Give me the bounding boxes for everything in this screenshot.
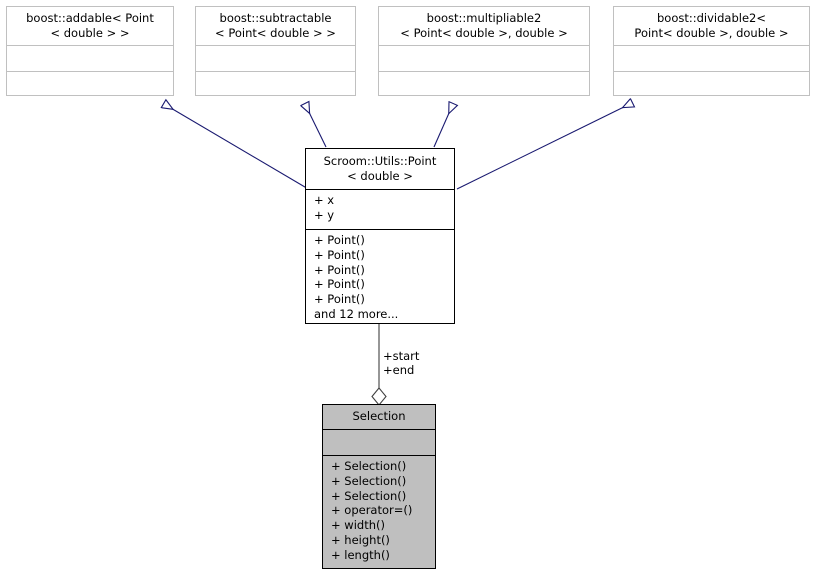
class-node-boost-multipliable2[interactable]: boost::multipliable2 < Point< double >, … [378,6,590,96]
operation-row: + Point() [314,292,365,307]
class-attributes-selection [323,429,435,455]
class-node-boost-addable[interactable]: boost::addable< Point < double > > [6,6,174,96]
operation-row: + Selection() [331,459,407,473]
class-attributes-boost-dividable2 [614,45,809,71]
class-attributes-boost-multipliable2 [379,45,589,71]
class-node-selection[interactable]: Selection + Selection() + Selection() + … [322,404,436,569]
attribute-row: + x [314,193,335,207]
operation-row: + Point() [314,247,365,262]
class-title-boost-multipliable2: boost::multipliable2 < Point< double >, … [400,11,568,40]
inheritance-edge-multipliable2 [433,104,453,148]
class-node-scroom-utils-point[interactable]: Scroom::Utils::Point < double > + x + y … [305,148,455,324]
inheritance-edge-subtractable [305,104,327,148]
class-attributes-boost-addable [7,45,173,71]
class-operations-boost-dividable2 [614,71,809,95]
class-operations-selection: + Selection() + Selection() + Selection(… [323,455,435,568]
class-node-boost-subtractable[interactable]: boost::subtractable < Point< double > > [195,6,356,96]
class-title-boost-subtractable: boost::subtractable < Point< double > > [215,11,336,40]
class-operations-boost-subtractable [196,71,355,95]
class-title-selection: Selection [323,405,435,429]
operation-row: + operator=() [331,503,413,518]
class-node-boost-dividable2[interactable]: boost::dividable2< Point< double >, doub… [613,6,810,96]
aggregation-label-end: +end [383,363,415,377]
operation-row: + Point() [314,262,365,277]
operation-row: + height() [331,532,390,547]
class-title-scroom-utils-point: Scroom::Utils::Point < double > [323,154,437,183]
aggregation-label-start: +start [383,349,420,363]
operation-row: + length() [331,547,390,562]
operation-row: + Selection() [331,473,407,488]
class-operations-boost-addable [7,71,173,95]
inheritance-edge-dividable2 [456,103,632,190]
operation-row: + width() [331,518,385,533]
class-title-boost-addable: boost::addable< Point < double > > [26,11,154,40]
class-title-boost-dividable2: boost::dividable2< Point< double >, doub… [634,11,789,40]
attribute-row: + y [314,207,335,222]
class-attributes-boost-subtractable [196,45,355,71]
class-operations-scroom-utils-point: + Point() + Point() + Point() + Point() … [306,229,454,323]
inheritance-edge-addable [164,104,311,191]
aggregation-diamond [371,387,387,406]
operation-row-more: and 12 more... [314,306,399,321]
class-attributes-scroom-utils-point: + x + y [306,189,454,229]
operation-row: + Point() [314,233,365,247]
operation-row: + Selection() [331,488,407,503]
class-operations-boost-multipliable2 [379,71,589,95]
operation-row: + Point() [314,277,365,292]
